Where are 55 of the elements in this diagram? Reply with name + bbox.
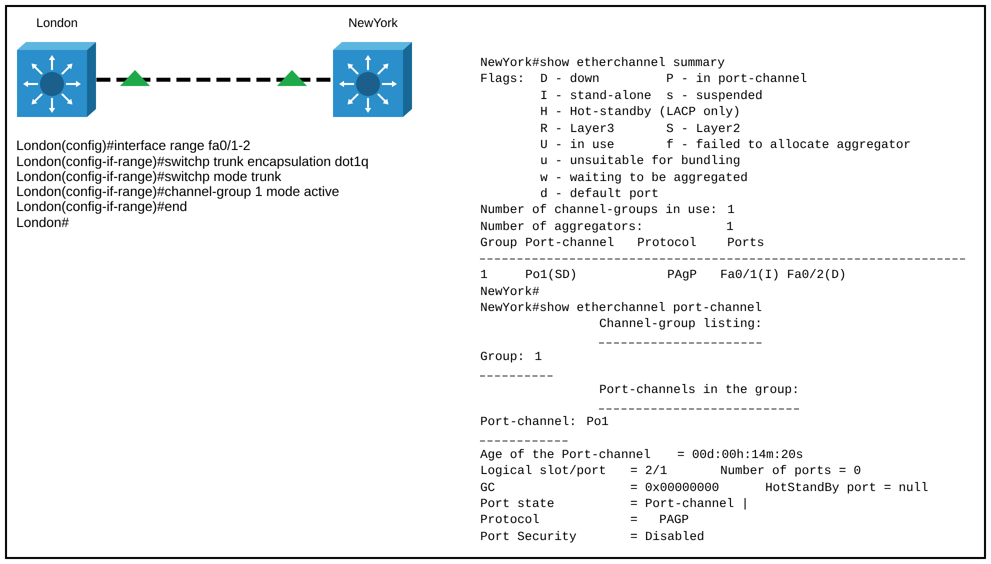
terminal-line: = 2/1	[630, 465, 667, 474]
terminal-line: Group: 1	[480, 352, 542, 363]
terminal-line: Flags:	[481, 73, 522, 85]
config-command: London(config)#interface range fa0/1-2	[17, 140, 250, 153]
terminal-line: w - waiting to be aggregated	[540, 172, 747, 184]
terminal-line: R - Layer3	[541, 124, 614, 135]
link-line	[96, 78, 333, 82]
terminal-line: GC	[480, 482, 494, 492]
terminal-line: U - in use	[541, 139, 614, 148]
terminal-line: Ports	[728, 238, 764, 246]
terminal-line: Port state	[481, 498, 554, 508]
config-command: London(config-if-range)#switchp trunk encapsulation dot1q	[17, 156, 368, 169]
terminal-line: Protocol	[638, 237, 696, 246]
terminal-line: =	[630, 516, 637, 521]
terminal-line: NewYork#	[481, 286, 540, 296]
terminal-line: = 0x00000000	[630, 482, 718, 492]
terminal-line: Channel-group listing:	[600, 318, 760, 330]
terminal-line: I - stand-alone	[541, 90, 651, 100]
terminal-line: Po1(SD)	[526, 269, 576, 281]
terminal-line: Fa0/1(I) Fa0/2(D)	[721, 269, 844, 281]
device-name: London	[37, 18, 77, 28]
terminal-line: S - Layer2	[666, 124, 740, 135]
terminal-line: Number of channel-groups in use: 1	[481, 204, 734, 216]
terminal-line: D - down	[541, 73, 598, 82]
terminal-line: Number of aggregators:	[481, 221, 640, 233]
config-command: London#	[17, 217, 69, 228]
terminal-line: Logical slot/port	[482, 465, 605, 477]
terminal-line: Port-channels in the group:	[600, 384, 796, 396]
terminal-line: 1	[727, 222, 734, 230]
terminal-line: d - default port	[541, 188, 658, 200]
config-command: London(config-if-range)#end	[17, 201, 186, 214]
terminal-line: s - suspended	[667, 90, 762, 102]
terminal-line: f - failed to allocate aggregator	[667, 139, 910, 151]
terminal-line: P - in port-channel	[667, 73, 806, 85]
terminal-line: H - Hot-standby (LACP only)	[541, 106, 738, 118]
terminal-line: PAgP	[668, 270, 696, 281]
terminal-line: = 00d:00h:14m:20s	[678, 449, 802, 458]
terminal-line: Port-channel: Po1	[481, 416, 608, 426]
terminal-line: Port-channel	[526, 237, 614, 246]
terminal-line: u - unsuitable for bundling	[541, 155, 740, 167]
terminal-line: 1	[481, 270, 488, 278]
terminal-line: = Disabled	[630, 531, 704, 540]
terminal-line: PAGP	[660, 514, 688, 524]
terminal-line: NewYork#show etherchannel port-channel	[481, 302, 762, 314]
device-name: NewYork	[349, 18, 398, 28]
terminal-line: = Port-channel |	[630, 498, 746, 510]
config-command: London(config-if-range)#channel-group 1 mode active	[17, 186, 339, 199]
config-command: London(config-if-range)#switchp mode trunk	[17, 171, 282, 184]
terminal-line: NewYork#show etherchannel summary	[481, 57, 724, 69]
terminal-line: Protocol	[481, 514, 539, 524]
terminal-line: Number of ports = 0	[721, 465, 860, 477]
terminal-line: Age of the Port-channel	[480, 449, 650, 461]
terminal-line: HotStandBy port = null	[766, 482, 928, 494]
terminal-line: Group	[480, 238, 516, 249]
terminal-line: Port Security	[481, 531, 576, 543]
